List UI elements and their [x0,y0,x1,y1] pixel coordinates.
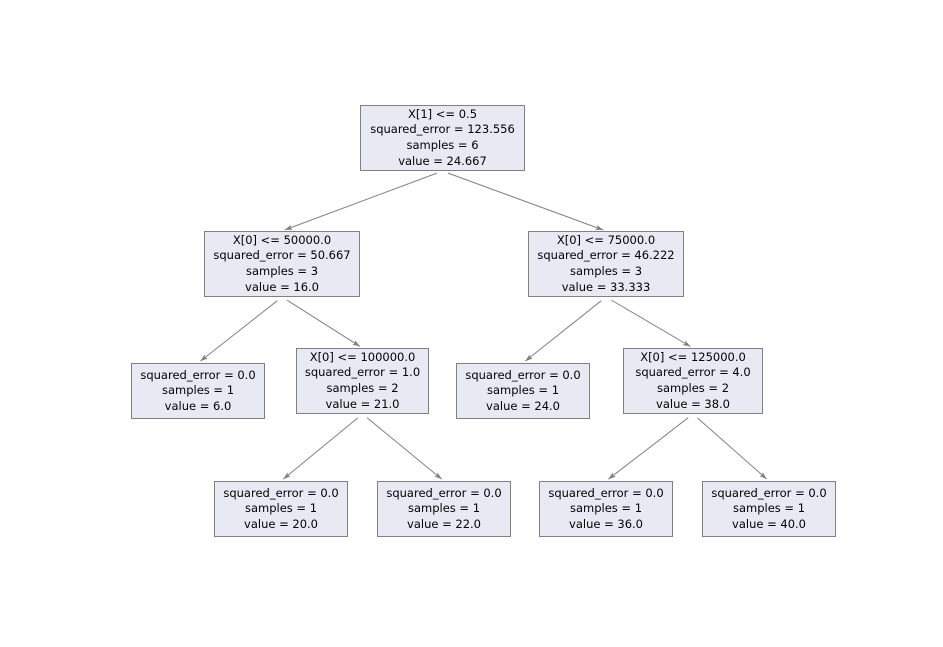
tree-node-samples: samples = 6 [406,138,479,152]
tree-node-samples: samples = 2 [656,381,730,395]
tree-node-value: value = 22.0 [407,516,481,531]
tree-node-value: value = 16.0 [245,279,319,294]
tree-node-samples: samples = 1 [244,501,318,516]
tree-node-value: value = 33.333 [561,279,651,294]
tree-node-value: value = 21.0 [325,396,400,411]
tree-node-value: value = 40.0 [732,516,806,531]
tree-node-impurity: squared_error = 4.0 [635,365,751,380]
tree-node-condition: X[1] <= 0.5 [407,106,478,121]
tree-node-impurity: squared_error = 0.0 [548,485,664,500]
tree-node-samples: samples = 3 [245,264,319,278]
tree-node-value: value = 20.0 [244,516,318,531]
tree-edge [524,300,602,362]
tree-edge [286,299,361,347]
tree-node-samples: samples = 2 [326,381,399,395]
tree-edge [608,417,689,480]
tree-node-condition: X[0] <= 50000.0 [232,232,332,247]
tree-node-value: value = 6.0 [164,398,232,413]
tree-node-condition: X[0] <= 75000.0 [556,232,656,247]
tree-edge [447,172,604,231]
tree-node-value: value = 36.0 [569,516,643,531]
tree-node-impurity: squared_error = 123.556 [370,122,515,137]
tree-node-samples: samples = 1 [569,501,643,516]
tree-node-impurity: squared_error = 0.0 [711,485,827,500]
tree-node-samples: samples = 1 [732,501,806,516]
tree-edge [284,172,438,231]
tree-node-samples: samples = 1 [161,383,235,398]
tree-node-condition: X[0] <= 125000.0 [640,349,746,364]
tree-node-impurity: squared_error = 50.667 [213,248,351,263]
tree-node-impurity: squared_error = 1.0 [304,365,421,380]
tree-edge [282,417,359,480]
tree-edge [366,417,443,480]
tree-node-samples: samples = 1 [407,501,481,516]
tree-edge [610,299,691,347]
tree-node-impurity: squared_error = 0.0 [140,367,256,382]
tree-node-samples: samples = 3 [569,264,643,278]
tree-node-value: value = 24.667 [398,153,487,168]
tree-node-impurity: squared_error = 0.0 [465,367,581,382]
tree-node-impurity: squared_error = 0.0 [223,485,339,500]
tree-edge [200,300,278,362]
tree-node-impurity: squared_error = 0.0 [386,485,502,500]
tree-node-value: value = 38.0 [656,396,730,411]
tree-edge [697,417,768,480]
tree-node-condition: X[0] <= 100000.0 [309,349,416,364]
tree-node-impurity: squared_error = 46.222 [537,248,675,263]
tree-node-samples: samples = 1 [486,383,560,398]
tree-node-value: value = 24.0 [486,398,560,413]
